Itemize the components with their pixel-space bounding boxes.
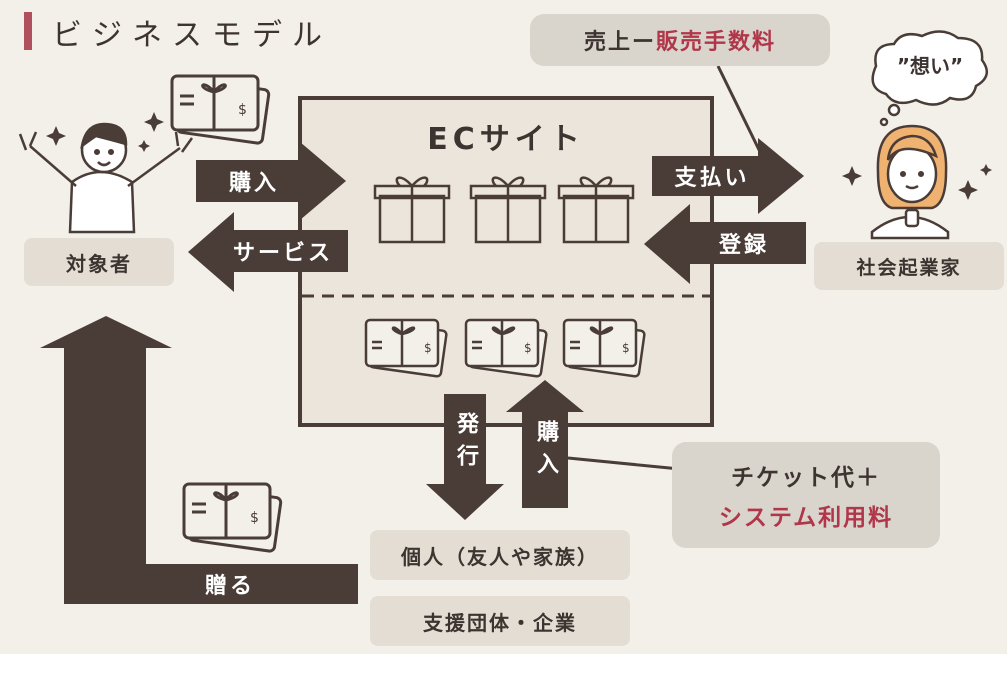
gift-ticket-icon: $ <box>364 318 448 378</box>
ticket-note-line1: チケット代＋ <box>731 465 881 491</box>
individual-label: 個人（友人や家族） <box>370 530 630 580</box>
gift-ticket-icon: $ <box>562 318 646 378</box>
target-label: 対象者 <box>24 238 174 286</box>
gift-box-icon <box>557 176 635 244</box>
service-arrow-label: サービス <box>232 241 333 266</box>
gift-box-icon <box>469 176 547 244</box>
organization-label: 支援団体・企業 <box>370 596 630 646</box>
gift-ticket-icon: $ <box>182 482 283 553</box>
entrepreneur-person-icon <box>870 124 950 240</box>
payment-arrow <box>652 138 804 214</box>
ticket-note: チケット代＋ システム利用料 <box>672 442 940 548</box>
sparkle-icon <box>46 112 164 152</box>
thought-bubble-text: ”想い” <box>896 54 964 78</box>
revenue-connector <box>716 65 766 161</box>
target-person-icon <box>18 122 194 234</box>
payment-arrow-label: 支払い <box>674 166 750 191</box>
revenue-note: 売上ー 販売手数料 <box>530 14 830 66</box>
gift-box-icon <box>373 176 451 244</box>
gift-arrow <box>40 316 358 604</box>
svg-text:$: $ <box>524 341 532 355</box>
purchase-up-arrow-label: 購入 <box>533 420 558 484</box>
issue-arrow-label: 発行 <box>453 412 478 476</box>
diagram-canvas: $ $ $ $ $ <box>0 0 1007 654</box>
ticket-note-line2: システム利用料 <box>718 505 894 531</box>
gift-arrow-label: 贈る <box>204 574 255 599</box>
title-accent-bar <box>24 12 32 50</box>
svg-text:$: $ <box>250 510 259 526</box>
register-arrow <box>644 204 806 284</box>
issue-arrow <box>426 394 504 520</box>
purchase-up-arrow <box>506 380 584 508</box>
purchase-arrow <box>196 142 346 220</box>
diagram-graphics: $ $ $ $ $ <box>18 30 992 604</box>
sparkle-icon <box>842 164 992 200</box>
svg-text:$: $ <box>238 102 247 118</box>
page-title: ビジネスモデル <box>52 18 332 53</box>
purchase-arrow-label: 購入 <box>228 171 279 196</box>
revenue-note-highlight: 販売手数料 <box>656 30 777 55</box>
revenue-note-prefix: 売上ー <box>583 30 656 55</box>
entrepreneur-label: 社会起業家 <box>814 242 1004 290</box>
svg-text:$: $ <box>424 341 432 355</box>
thought-bubble <box>871 30 989 127</box>
gift-ticket-icon: $ <box>170 74 271 145</box>
service-arrow <box>188 212 348 292</box>
register-arrow-label: 登録 <box>718 233 769 258</box>
ec-site-title: ECサイト <box>427 122 585 157</box>
svg-text:$: $ <box>622 341 630 355</box>
gift-ticket-icon: $ <box>464 318 548 378</box>
ticket-connector <box>567 456 691 472</box>
